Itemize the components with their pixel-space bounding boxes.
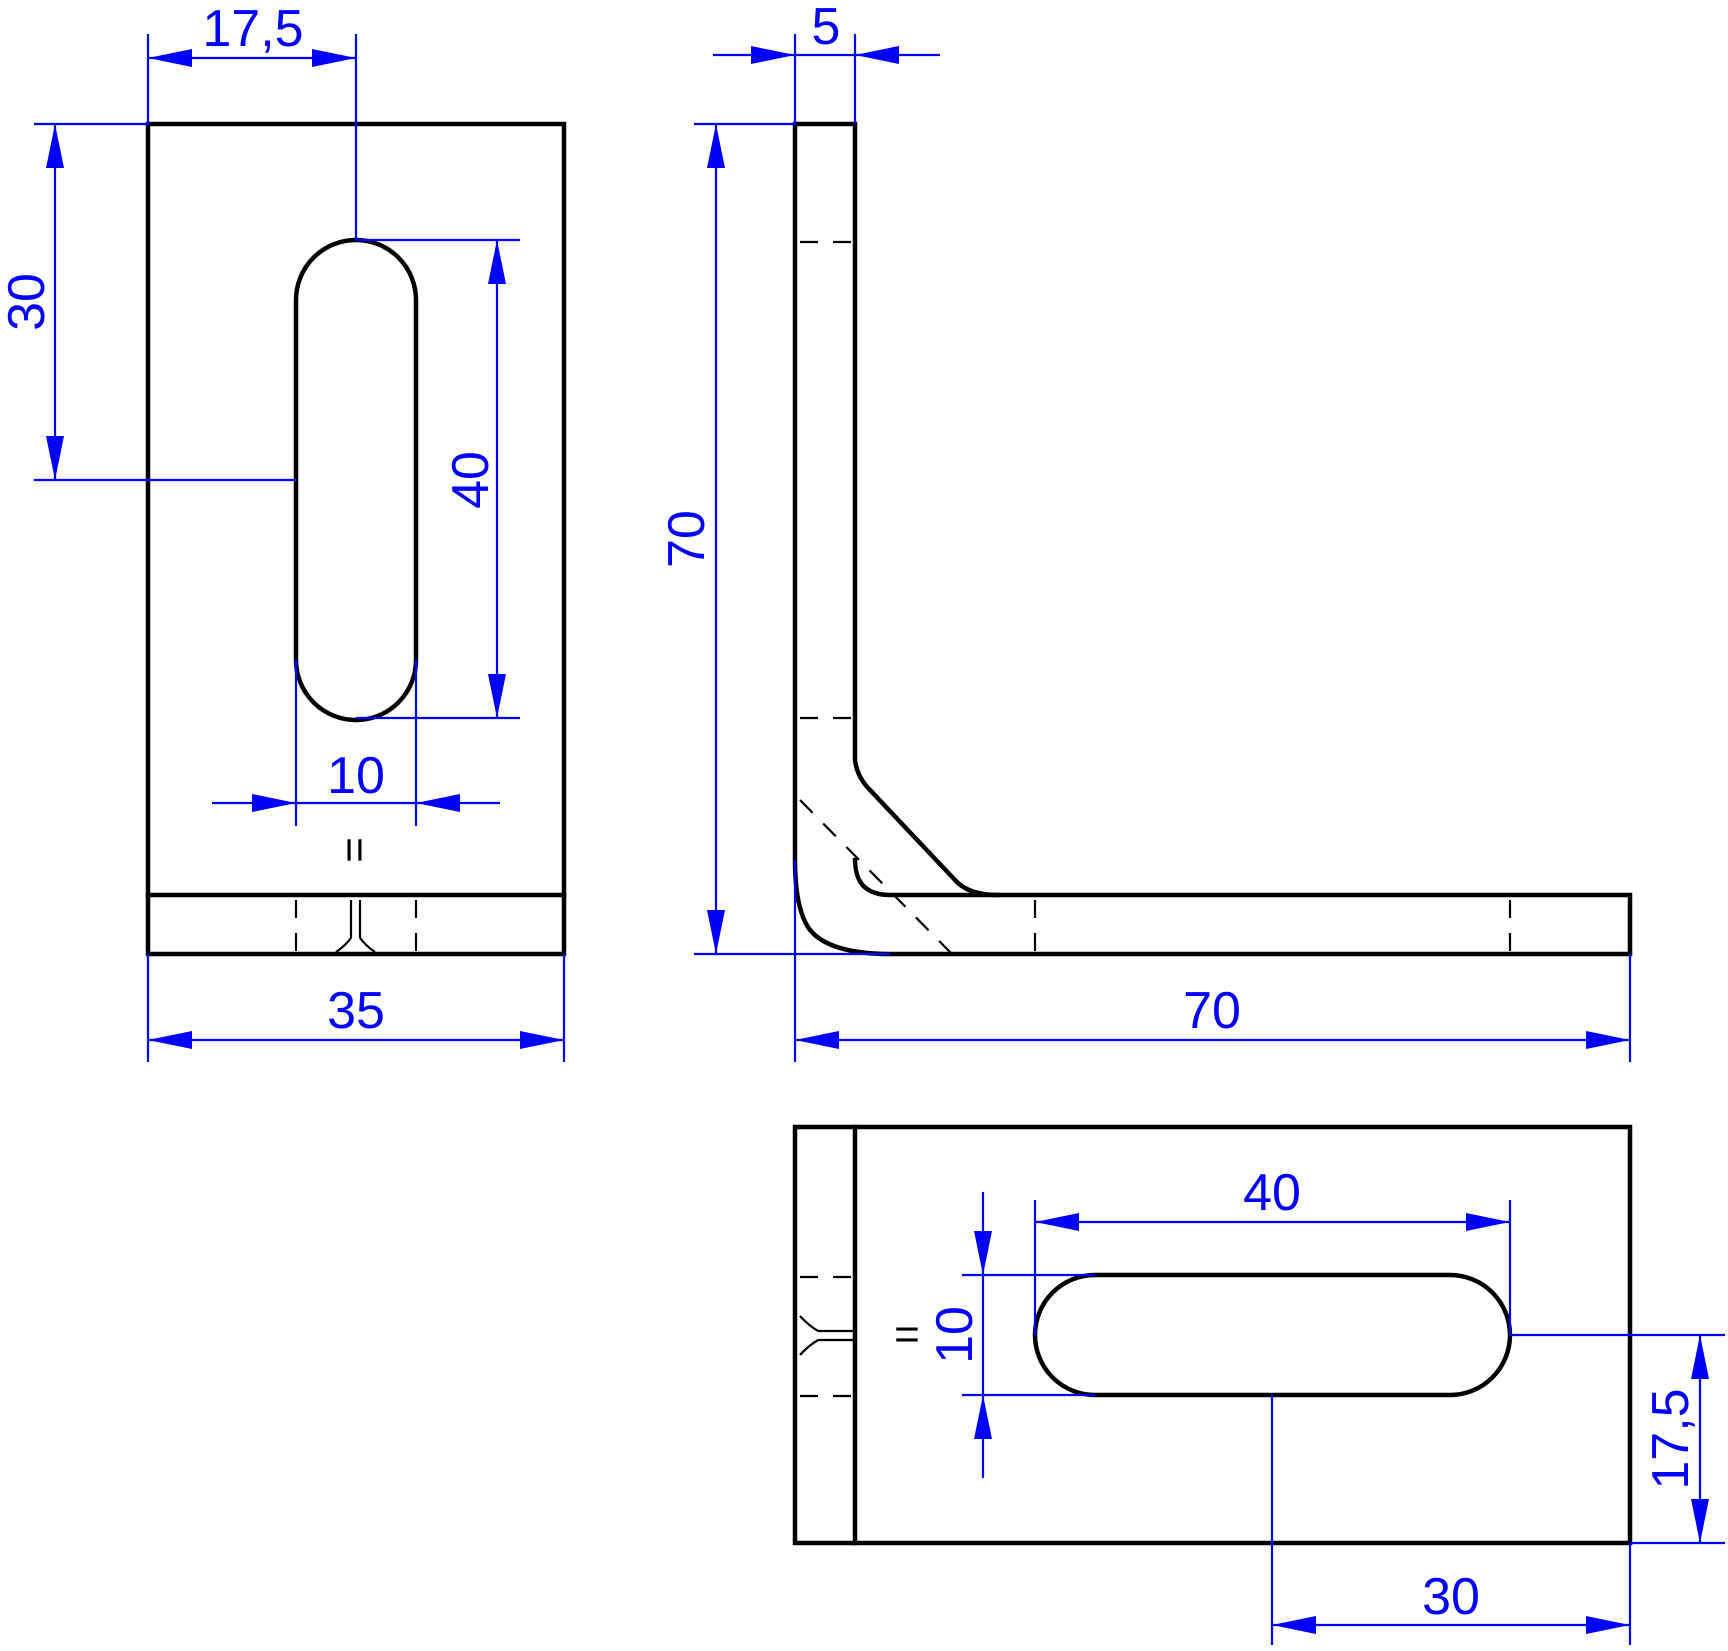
dim-top-slot-offset-side: 17,5: [1642, 1388, 1700, 1489]
dim-arrow: [974, 1231, 992, 1275]
top-view-slot: [1032, 1272, 1513, 1398]
side-view-inner-bend: [852, 857, 1001, 898]
dim-side-length: 70: [1183, 982, 1241, 1040]
top-view-outline: [792, 1124, 1633, 1546]
dim-front-slot-offset-horizontal: 17,5: [202, 0, 303, 58]
dim-front-slot-offset-vertical: 30: [0, 273, 56, 331]
dim-arrow: [1691, 1335, 1709, 1379]
dim-arrow: [1586, 1616, 1630, 1634]
side-view: [792, 121, 1633, 957]
front-view: =: [145, 121, 567, 957]
dim-arrow: [148, 1031, 192, 1049]
dim-front-slot-length: 40: [442, 451, 500, 509]
dim-arrow: [1586, 1031, 1630, 1049]
dim-side-thickness: 5: [812, 0, 841, 56]
dim-arrow: [1272, 1616, 1316, 1634]
dim-arrow: [520, 1031, 564, 1049]
side-view-hidden-diagonal: [799, 799, 953, 955]
dim-arrow: [312, 49, 356, 67]
side-view-profile: [792, 121, 1633, 957]
top-view: =: [792, 1124, 1633, 1546]
dim-arrow: [707, 910, 725, 954]
dim-top-slot-width: 10: [926, 1306, 984, 1364]
dim-arrow: [795, 1031, 839, 1049]
front-view-equal-mark: =: [330, 837, 379, 863]
dim-arrow: [1035, 1213, 1079, 1231]
dim-arrow: [46, 436, 64, 480]
front-view-outline: [145, 121, 567, 957]
dim-arrow: [974, 1395, 992, 1439]
front-view-center-mark-curve: [335, 937, 376, 953]
dim-arrow: [1691, 1499, 1709, 1543]
dim-front-width: 35: [327, 982, 385, 1040]
top-view-equal-mark: =: [894, 1310, 920, 1359]
side-view-dimensions: 5 70 70: [658, 0, 1632, 1062]
dim-arrow: [707, 124, 725, 168]
dim-arrow: [751, 46, 795, 64]
top-view-dimensions: 40 10 17,5 30: [926, 1164, 1725, 1645]
dim-top-slot-length: 40: [1243, 1164, 1301, 1222]
dim-arrow: [148, 49, 192, 67]
dim-arrow: [46, 124, 64, 168]
dim-front-slot-width: 10: [327, 747, 385, 805]
dim-arrow: [488, 240, 506, 284]
dim-arrow: [855, 46, 899, 64]
dim-arrow: [252, 794, 296, 812]
front-view-slot: [293, 237, 419, 723]
dim-side-height: 70: [658, 510, 716, 568]
dim-arrow: [416, 794, 460, 812]
front-view-dimensions: 17,5 30 40 10 35: [0, 0, 566, 1062]
dim-arrow: [1466, 1213, 1510, 1231]
dim-top-slot-offset-end: 30: [1422, 1568, 1480, 1626]
top-view-center-mark-curve: [799, 1315, 819, 1356]
dim-arrow: [488, 674, 506, 718]
